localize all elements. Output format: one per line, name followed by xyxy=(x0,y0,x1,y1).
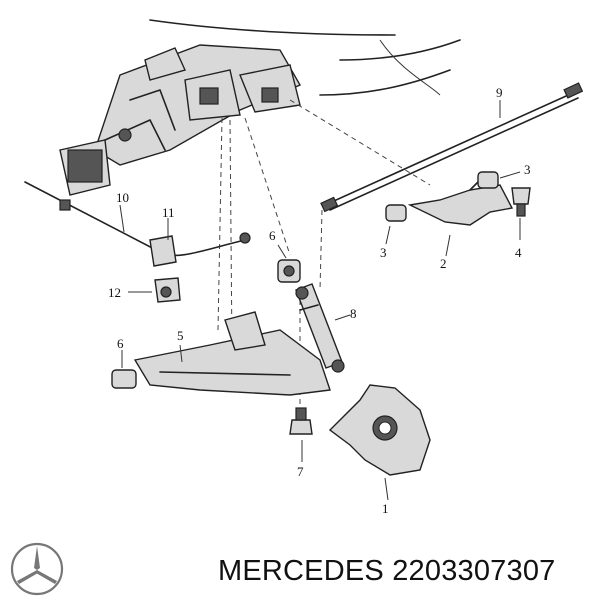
callout-5: 5 xyxy=(177,328,184,343)
ball-joint-part-4 xyxy=(511,187,531,240)
callout-3-upper: 3 xyxy=(524,162,531,177)
bushing-part-6-lower xyxy=(111,350,137,389)
callout-2: 2 xyxy=(440,256,447,271)
bushing-part-3-upper xyxy=(477,171,521,189)
mercedes-star-logo xyxy=(10,542,64,596)
upper-control-arm-2 xyxy=(407,181,514,257)
bracket-part-12 xyxy=(128,277,181,303)
callout-11: 11 xyxy=(162,205,175,220)
callout-7: 7 xyxy=(297,464,304,479)
callout-12: 12 xyxy=(108,285,121,300)
brand-part-number: MERCEDES 2203307307 xyxy=(218,555,556,587)
frame-crossmember xyxy=(59,19,461,196)
callout-4: 4 xyxy=(515,245,522,260)
bushing-part-11 xyxy=(149,218,177,267)
callout-6-upper: 6 xyxy=(269,228,276,243)
callout-9: 9 xyxy=(496,85,503,100)
shock-absorber-8 xyxy=(295,283,351,373)
bushing-part-3-left xyxy=(385,204,407,245)
callout-labels: 9 3 10 11 6 3 2 4 12 8 5 6 7 1 xyxy=(108,85,531,516)
callout-8: 8 xyxy=(350,306,357,321)
callout-3-left: 3 xyxy=(380,245,387,260)
stabilizer-bar-10 xyxy=(24,181,251,257)
steering-knuckle-1 xyxy=(328,384,431,501)
ball-joint-part-7 xyxy=(289,407,313,462)
callout-10: 10 xyxy=(116,190,129,205)
callout-1: 1 xyxy=(382,501,389,516)
bushing-part-6-upper xyxy=(277,244,301,283)
lower-control-arm-5 xyxy=(133,311,331,396)
callout-6-lower: 6 xyxy=(117,336,124,351)
rod-part-9 xyxy=(320,82,584,213)
